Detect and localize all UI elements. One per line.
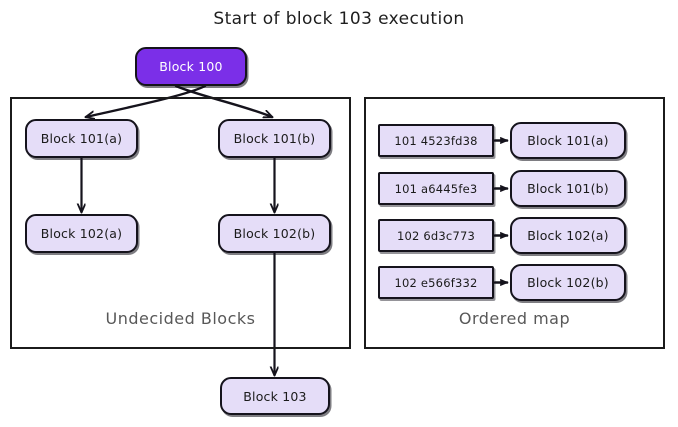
page-title: Start of block 103 execution (213, 9, 465, 29)
node-block-103[interactable]: Block 103 (220, 377, 330, 415)
map-entry-value-1[interactable]: Block 101(b) (510, 170, 626, 207)
node-block-102a[interactable]: Block 102(a) (25, 214, 138, 253)
panel-undecided-blocks (10, 97, 351, 349)
map-entry-key-1[interactable]: 101 a6445fe3 (378, 172, 494, 205)
map-entry-value-0[interactable]: Block 101(a) (510, 122, 626, 159)
node-block-101a[interactable]: Block 101(a) (25, 119, 138, 158)
map-entry-value-2[interactable]: Block 102(a) (510, 217, 626, 254)
panel-ordered-map (364, 97, 665, 349)
map-entry-key-3[interactable]: 102 e566f332 (378, 266, 494, 299)
node-block-100[interactable]: Block 100 (135, 47, 247, 86)
node-block-102b[interactable]: Block 102(b) (218, 214, 331, 253)
map-entry-key-0[interactable]: 101 4523fd38 (378, 124, 494, 157)
map-entry-value-3[interactable]: Block 102(b) (510, 264, 626, 301)
node-block-101b[interactable]: Block 101(b) (218, 119, 331, 158)
panel-ordered-map-label: Ordered map (458, 309, 571, 328)
map-entry-key-2[interactable]: 102 6d3c773 (378, 219, 494, 252)
panel-undecided-blocks-label: Undecided Blocks (105, 309, 256, 328)
